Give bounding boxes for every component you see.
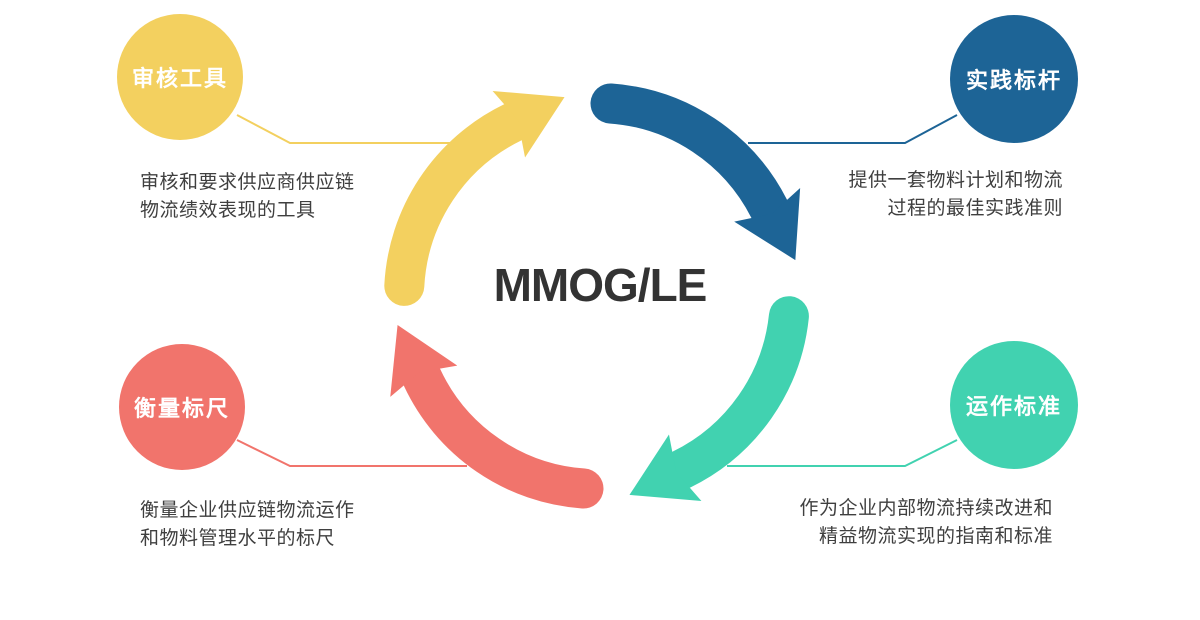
node-label-measuring-scale: 衡量标尺	[133, 396, 230, 421]
description-line: 衡量企业供应链物流运作	[140, 500, 355, 521]
connector-line-audit-tool	[236, 114, 450, 144]
connector-line-operation-standard	[727, 439, 958, 467]
cycle-arrow-teal-icon	[629, 296, 809, 501]
cycle-arrow-blue-icon	[590, 83, 801, 261]
cycle-arrow-yellow-icon	[384, 91, 565, 306]
node-label-operation-standard: 运作标准	[965, 394, 1062, 419]
node-circle-practice-benchmark: 实践标杆	[950, 15, 1078, 143]
description-line: 提供一套物料计划和物流	[848, 170, 1063, 191]
diagram-title: MMOG/LE	[493, 259, 708, 311]
description-line: 物流绩效表现的工具	[140, 200, 316, 221]
connector-line-practice-benchmark	[748, 114, 958, 144]
description-line: 和物料管理水平的标尺	[140, 528, 336, 549]
description-line: 精益物流实现的指南和标准	[818, 526, 1053, 547]
node-circle-operation-standard: 运作标准	[950, 341, 1078, 469]
description-practice-benchmark: 提供一套物料计划和物流 过程的最佳实践准则	[848, 167, 1063, 223]
description-line: 过程的最佳实践准则	[887, 198, 1063, 219]
node-label-practice-benchmark: 实践标杆	[965, 68, 1062, 93]
connector-line-measuring-scale	[236, 439, 467, 467]
description-line: 作为企业内部物流持续改进和	[799, 498, 1053, 519]
node-circle-measuring-scale: 衡量标尺	[119, 344, 245, 470]
cycle-arrow-red-icon	[390, 325, 604, 509]
node-circle-audit-tool: 审核工具	[117, 14, 243, 140]
description-line: 审核和要求供应商供应链	[140, 172, 355, 193]
node-label-audit-tool: 审核工具	[131, 66, 228, 91]
description-measuring-scale: 衡量企业供应链物流运作 和物料管理水平的标尺	[140, 497, 355, 553]
description-operation-standard: 作为企业内部物流持续改进和 精益物流实现的指南和标准	[799, 495, 1053, 551]
description-audit-tool: 审核和要求供应商供应链 物流绩效表现的工具	[140, 169, 355, 225]
